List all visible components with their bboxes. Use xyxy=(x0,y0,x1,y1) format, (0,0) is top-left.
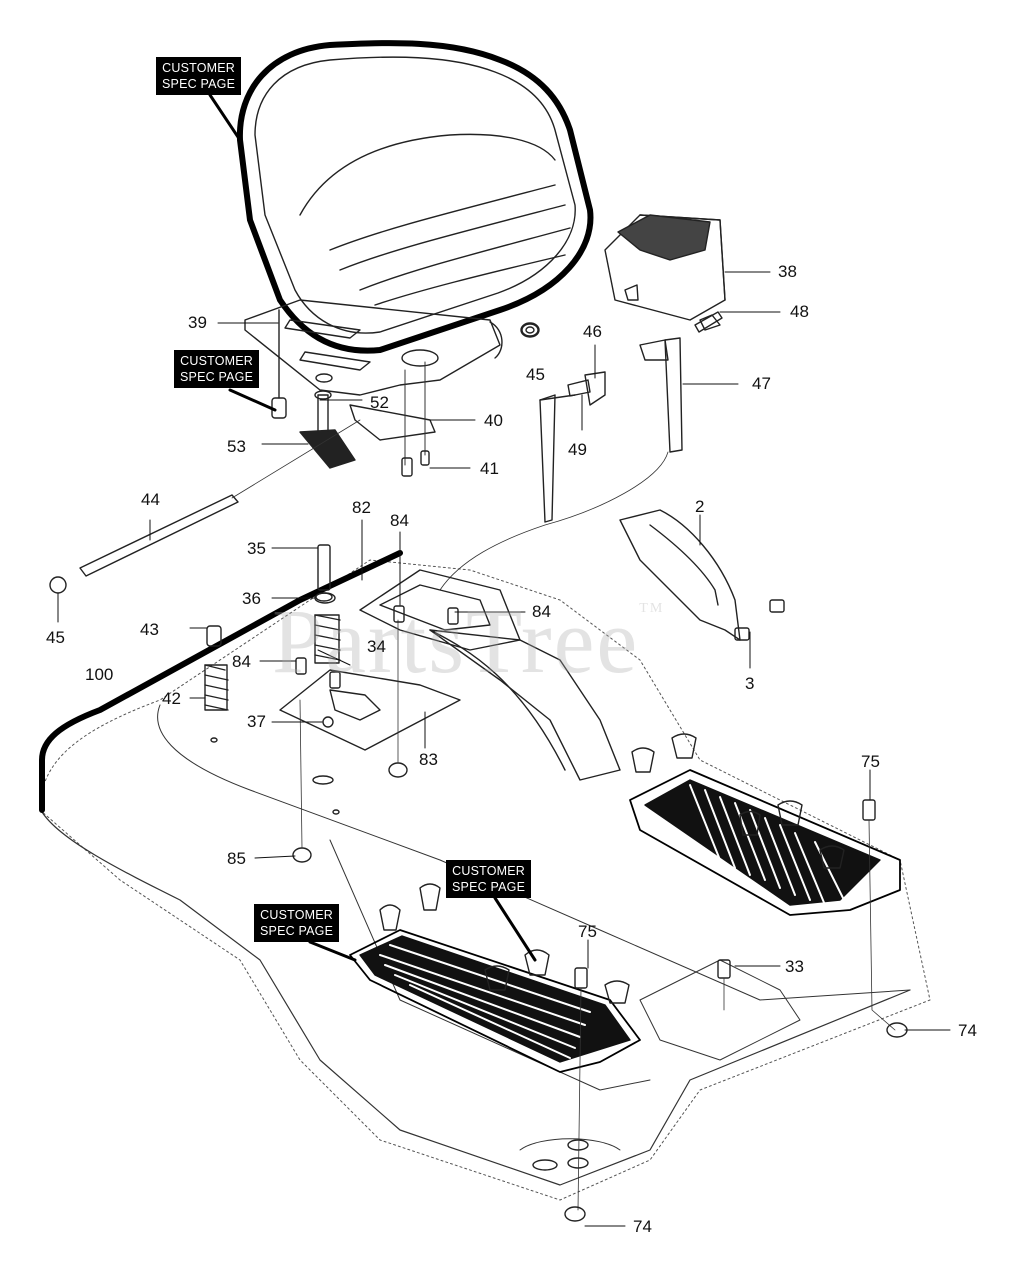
part-label-46[interactable]: 46 xyxy=(583,322,602,341)
part-label-84-left[interactable]: 84 xyxy=(232,652,251,671)
part-label-84-right[interactable]: 84 xyxy=(532,602,551,621)
part-label-38[interactable]: 38 xyxy=(778,262,797,281)
part-label-85[interactable]: 85 xyxy=(227,849,246,868)
seat-support-rods xyxy=(439,314,721,591)
customer-spec-page-callout-seat[interactable]: CUSTOMER SPEC PAGE xyxy=(156,57,242,95)
customer-spec-page-callout-bolt[interactable]: CUSTOMER SPEC PAGE xyxy=(174,350,260,388)
spec-callout-line2: SPEC PAGE xyxy=(162,77,236,91)
seat-mount-bolt xyxy=(271,309,287,419)
spec-callout-line1: CUSTOMER xyxy=(162,61,236,75)
bolt-75-right xyxy=(862,799,896,1031)
bolt-75-left xyxy=(574,967,588,1211)
part-label-43[interactable]: 43 xyxy=(140,620,159,639)
watermark-tm: TM xyxy=(639,601,665,616)
leader-lines xyxy=(57,271,951,1227)
part-label-40[interactable]: 40 xyxy=(484,411,503,430)
part-label-74-left[interactable]: 74 xyxy=(633,1217,652,1236)
part-label-45-left[interactable]: 45 xyxy=(46,628,65,647)
part-label-82[interactable]: 82 xyxy=(352,498,371,517)
customer-spec-page-callout-footrest[interactable]: CUSTOMER SPEC PAGE xyxy=(254,904,340,942)
part-label-74-right[interactable]: 74 xyxy=(958,1021,977,1040)
partstree-watermark: PartsTreeTM xyxy=(272,588,664,694)
nut-84-lower xyxy=(388,619,408,778)
screw-48 xyxy=(694,311,723,333)
part-label-83[interactable]: 83 xyxy=(419,750,438,769)
bracket-2 xyxy=(619,509,741,641)
part-label-33[interactable]: 33 xyxy=(785,957,804,976)
right-footrest xyxy=(629,769,901,916)
pivot-rod xyxy=(49,419,361,594)
spec-callout-line1: CUSTOMER xyxy=(452,864,526,878)
part-label-47[interactable]: 47 xyxy=(752,374,771,393)
spec-callout-line2: SPEC PAGE xyxy=(452,880,526,894)
spec-callout-line1: CUSTOMER xyxy=(260,908,334,922)
wing-nut-49 xyxy=(567,379,591,397)
part-label-44[interactable]: 44 xyxy=(141,490,160,509)
nut-74-left xyxy=(564,1206,586,1222)
seat-switch-housing xyxy=(604,214,726,321)
part-label-35[interactable]: 35 xyxy=(247,539,266,558)
part-label-75-left[interactable]: 75 xyxy=(578,922,597,941)
spec-pointers xyxy=(208,93,537,962)
spec-callout-line2: SPEC PAGE xyxy=(260,924,334,938)
chassis-frame xyxy=(39,559,931,1201)
part-label-84-top[interactable]: 84 xyxy=(390,511,409,530)
spec-callout-line2: SPEC PAGE xyxy=(180,370,254,384)
part-label-49[interactable]: 49 xyxy=(568,440,587,459)
nut-74-right xyxy=(886,1022,908,1038)
watermark-text: PartsTree xyxy=(272,590,640,692)
seat-adjust-knob xyxy=(299,373,356,469)
part-label-100[interactable]: 100 xyxy=(85,665,114,684)
bolt-33 xyxy=(717,959,731,1011)
seat xyxy=(236,40,594,354)
part-label-53[interactable]: 53 xyxy=(227,437,246,456)
nut-45-right xyxy=(520,322,540,338)
part-label-75-right[interactable]: 75 xyxy=(861,752,880,771)
part-label-36[interactable]: 36 xyxy=(242,589,261,608)
part-label-41[interactable]: 41 xyxy=(480,459,499,478)
seat-pan xyxy=(244,299,539,396)
part-label-37[interactable]: 37 xyxy=(247,712,266,731)
bolt-43 xyxy=(206,625,222,647)
frame-edge-outline xyxy=(39,550,403,813)
bracket-40 xyxy=(349,404,436,441)
bolts-84 xyxy=(295,605,459,689)
customer-spec-page-callout-clip[interactable]: CUSTOMER SPEC PAGE xyxy=(446,860,532,898)
part-label-48[interactable]: 48 xyxy=(790,302,809,321)
bolt-3 xyxy=(734,599,785,641)
spring-42 xyxy=(204,664,229,711)
left-footrest xyxy=(349,929,641,1073)
part-label-2[interactable]: 2 xyxy=(695,497,705,516)
bolt-41 xyxy=(401,450,430,477)
rear-fender-bracket xyxy=(429,629,621,781)
part-label-39[interactable]: 39 xyxy=(188,313,207,332)
spring-34 xyxy=(314,614,341,664)
part-label-45-right[interactable]: 45 xyxy=(526,365,545,384)
spec-callout-line1: CUSTOMER xyxy=(180,354,254,368)
part-label-34[interactable]: 34 xyxy=(367,637,386,656)
footrest-clips xyxy=(379,733,845,1004)
part-label-42[interactable]: 42 xyxy=(162,689,181,708)
mounting-plate-83 xyxy=(279,669,461,751)
part-label-3[interactable]: 3 xyxy=(745,674,755,693)
part-label-52[interactable]: 52 xyxy=(370,393,389,412)
nut-85 xyxy=(292,699,312,863)
